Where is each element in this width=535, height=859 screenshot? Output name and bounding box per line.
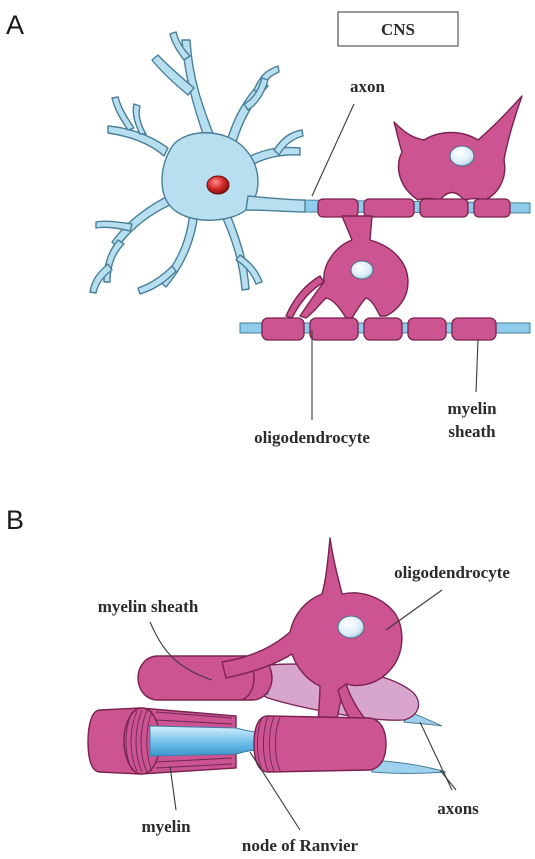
oligodendrocyte-label-a: oligodendrocyte <box>254 428 370 447</box>
axons-label: axons <box>437 799 479 818</box>
axon-leader-line <box>312 104 354 196</box>
myelin-segments-upper <box>318 199 510 217</box>
oligodendrocyte-lower-nucleus <box>351 261 373 279</box>
myelin-sheath-label-b: myelin sheath <box>98 597 199 616</box>
neuron-cell <box>90 32 305 294</box>
oligodendrocyte-label-b: oligodendrocyte <box>394 563 510 582</box>
neuron-nucleus <box>207 176 229 194</box>
myelin-sheath-leader-line <box>476 340 478 392</box>
panel-a: A CNS <box>6 10 530 447</box>
myelin-lower-right <box>254 716 386 772</box>
panel-b: B <box>6 505 510 855</box>
myelin-label: myelin <box>141 817 191 836</box>
node-of-ranvier-label: node of Ranvier <box>242 836 359 855</box>
myelin-sheath-label-line1: myelin <box>447 399 497 418</box>
axon-node-segment <box>150 726 266 756</box>
panel-b-letter: B <box>6 505 24 535</box>
cns-label: CNS <box>381 20 415 39</box>
myelin-sheath-label-line2: sheath <box>448 422 496 441</box>
oligodendrocyte-b-leader-line <box>386 590 442 630</box>
axons-leader-line-2 <box>440 770 456 790</box>
myelin-segments-lower <box>262 318 496 340</box>
cns-box: CNS <box>338 12 458 46</box>
oligodendrocyte-b-nucleus <box>338 616 364 638</box>
axon-label: axon <box>350 77 386 96</box>
oligodendrocyte-upper-nucleus <box>450 146 474 166</box>
panel-a-letter: A <box>6 10 24 40</box>
oligodendrocyte-lower <box>286 216 408 318</box>
